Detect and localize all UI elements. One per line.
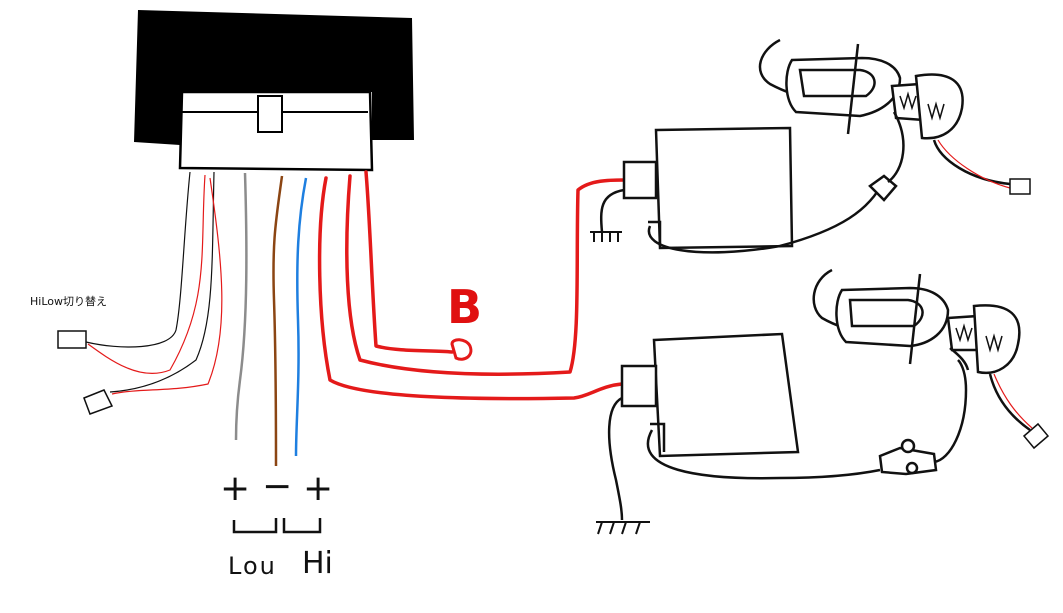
bulb-bottom-cable [949, 347, 970, 371]
minus-label: − [262, 466, 293, 507]
bulb-top-glass-inner [798, 68, 876, 98]
ballast-top [590, 126, 898, 254]
ground-symbol-bottom [596, 521, 650, 535]
bulb-bottom-flange-line [908, 273, 922, 365]
brown-wire [272, 175, 284, 467]
bulb-top-lead [932, 139, 1011, 186]
bulb-top-plug [1009, 178, 1031, 195]
thin-black-wire-2 [109, 171, 215, 393]
bulb-top-cap [914, 73, 964, 140]
bulb-bottom-cap [972, 304, 1021, 375]
thin-red-wire-2 [111, 177, 223, 395]
ground-symbol-top [590, 231, 622, 242]
bulb-bottom-red-lead [993, 373, 1033, 429]
hilow-switch-wires [57, 171, 223, 415]
bulb-bottom-plug [1022, 422, 1050, 450]
ballast-bottom-connector [620, 364, 658, 408]
ballast-bottom-body [652, 332, 800, 458]
controller-black-body [134, 10, 414, 145]
hilow-plug-2 [83, 389, 114, 415]
red-line-top-ballast [345, 174, 626, 376]
ballast-top-body [654, 126, 794, 250]
ballast-bottom-ground-wire [607, 396, 624, 521]
hi-label: Hi [302, 546, 333, 581]
relay-symbol [450, 338, 473, 361]
bulb-bottom-coil-1 [955, 323, 973, 343]
bulb-top-red-lead [937, 139, 1011, 189]
thin-black-wire [85, 171, 191, 348]
bulb-top-cable-to-ballast [887, 111, 905, 183]
red-power-lines [317, 170, 626, 401]
hilow-plug-1 [57, 330, 87, 349]
gray-wire [234, 172, 248, 441]
power-wires [234, 172, 308, 467]
thin-red-wire-1 [87, 174, 206, 375]
ballast-bottom-output [646, 422, 881, 480]
bottom-plug-cable [933, 359, 968, 464]
controller-unit [134, 10, 414, 172]
connector-latch [257, 95, 283, 133]
ballast-top-output [647, 179, 886, 254]
low-plus-label: + [220, 468, 251, 509]
relay-label: B [447, 280, 483, 334]
polarity-brackets [232, 518, 322, 534]
red-line-relay [364, 170, 454, 354]
ballast-top-connector [622, 160, 658, 200]
bottom-plug-dot-2 [905, 461, 919, 475]
bulb-bottom-coil-2 [985, 333, 1003, 353]
low-label: Lou [228, 552, 277, 580]
bulb-top-flange-line [846, 43, 860, 135]
bulb-top-coil-2 [927, 101, 945, 121]
red-line-bottom-ballast [317, 176, 624, 401]
bulb-bottom [812, 268, 1050, 450]
hi-bracket [282, 518, 322, 534]
hilow-switch-label: HiLow切り替え [30, 295, 107, 308]
bulb-top-glass-outer [785, 56, 902, 118]
ballast-top-ground-wire [599, 188, 625, 233]
bottom-plug-dot-1 [900, 438, 916, 454]
hi-plus-label: + [303, 468, 334, 509]
bulb-top [758, 38, 1031, 195]
bulb-top-coil-1 [899, 91, 917, 111]
blue-wire [294, 177, 308, 457]
ballast-bottom [596, 332, 968, 535]
bottom-output-plug [878, 446, 938, 476]
bulb-bottom-glass-outer [835, 286, 950, 348]
low-bracket [232, 518, 278, 534]
bulb-bottom-lead [988, 373, 1031, 432]
